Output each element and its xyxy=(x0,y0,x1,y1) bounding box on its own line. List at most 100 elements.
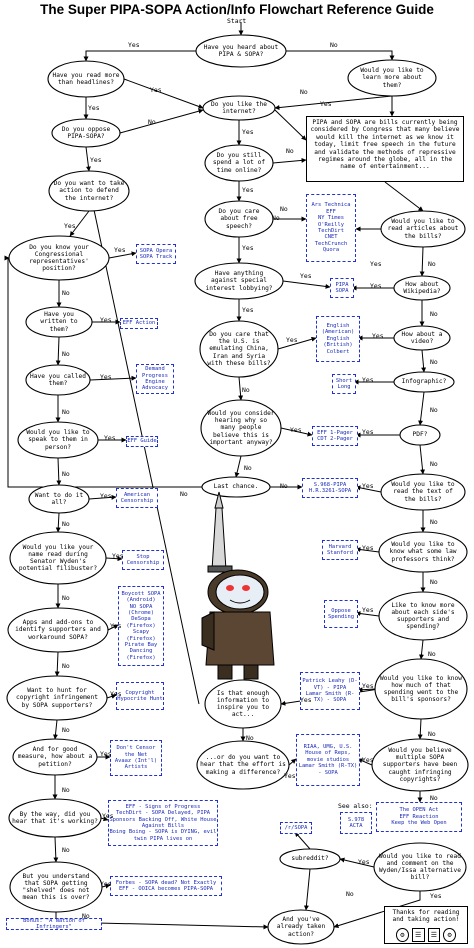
link-item[interactable]: Copyright Hypocrite Hunt xyxy=(117,689,163,702)
q-oppose[interactable]: Do you oppose PIPA-SOPA? xyxy=(61,125,111,140)
link-item[interactable]: Stop Censorship xyxy=(126,553,160,566)
link-item[interactable]: Lamar Smith (R-TX) - SOPA xyxy=(298,763,358,776)
link-item[interactable]: Harvard xyxy=(328,543,352,550)
q-wyden[interactable]: Would you like your name read during Sen… xyxy=(18,543,98,573)
link-item[interactable]: EFF 1-Pager xyxy=(317,429,353,436)
link-item[interactable]: NO SOPA (Chrome) xyxy=(128,603,154,616)
link-copyright-hunt[interactable]: Copyright Hypocrite Hunt xyxy=(116,682,164,710)
link-item[interactable]: CDT 2-Pager xyxy=(317,436,353,442)
q-called[interactable]: Have you called them? xyxy=(30,372,86,387)
link-item[interactable]: Quora xyxy=(322,247,340,254)
q-apps[interactable]: Apps and add-ons to identify supporters … xyxy=(15,619,101,641)
link-item[interactable]: The OPEN Act xyxy=(399,807,439,814)
q-special[interactable]: Have anything against special interest l… xyxy=(205,270,273,292)
q-more-about[interactable]: Like to know more about each side's supp… xyxy=(391,601,455,631)
q-written[interactable]: Have you written to them? xyxy=(40,311,78,333)
link-item[interactable]: Keep the Web Open xyxy=(391,820,447,827)
q-defend[interactable]: Do you want to take action to defend the… xyxy=(53,180,125,202)
q-wikipedia[interactable]: How about Wikipedia? xyxy=(403,280,441,295)
link-item[interactable]: EFF - OOICA becomes PIPA-SOPA xyxy=(118,886,214,892)
q-professors[interactable]: Would you like to know what some law pro… xyxy=(389,541,457,563)
q-china[interactable]: Do you care that the U.S. is emulating C… xyxy=(207,330,271,367)
q-enough[interactable]: Is that enough information to inspire yo… xyxy=(216,689,270,719)
link-item[interactable]: SOPA xyxy=(335,288,349,294)
link-item[interactable]: Bonus: "A Nation of Infringers" xyxy=(23,917,85,930)
link-item[interactable]: Artists xyxy=(124,764,148,771)
link-item[interactable]: NY Times xyxy=(318,215,344,222)
q-hunt[interactable]: Want to hunt for copyright infringement … xyxy=(16,687,98,709)
q-pdf[interactable]: PDF? xyxy=(412,431,428,439)
link-eff-guide[interactable]: EFF Guide xyxy=(126,436,158,447)
link-item[interactable]: EFF - Signs of Progress xyxy=(125,803,201,810)
link-item[interactable]: SOPA Track xyxy=(139,254,173,260)
link-item[interactable]: Avaaz (Int'l) xyxy=(114,758,158,764)
q-infringing[interactable]: Would you believe multiple SOPA supporte… xyxy=(382,746,458,783)
link-item[interactable]: CNET xyxy=(324,234,338,241)
link-apps[interactable]: Boycott SOPA (Android)NO SOPA (Chrome)De… xyxy=(118,586,164,666)
q-subreddit[interactable]: subreddit? xyxy=(291,855,329,863)
link-item[interactable]: Demand Progress xyxy=(142,366,168,379)
link-riaa[interactable]: RIAA, UMG, U.S. House of Reps, movie stu… xyxy=(296,734,360,786)
link-bonus[interactable]: Bonus: "A Nation of Infringers" xyxy=(6,918,102,930)
link-item[interactable]: EFF Reaction xyxy=(399,813,439,820)
q-already[interactable]: And you've already taken action? xyxy=(276,916,326,938)
link-item[interactable]: Lamar Smith (R-TX) - SOPA xyxy=(305,691,355,704)
q-heard[interactable]: Have you heard about PIPA & SOPA? xyxy=(203,43,279,58)
link-item[interactable]: Engine Advocacy xyxy=(142,379,168,392)
q-shelved[interactable]: But you understand that SOPA getting "sh… xyxy=(22,872,90,902)
link-item[interactable]: English (American) xyxy=(321,322,355,336)
q-articles[interactable]: Would you like to read articles about th… xyxy=(387,218,459,240)
link-item[interactable]: S.968-PIPA xyxy=(313,481,347,488)
link-item[interactable]: Scapy (Firefox) xyxy=(126,629,156,642)
link-item[interactable]: TechCrunch xyxy=(314,240,348,247)
link-item[interactable]: H.R.3261-SOPA xyxy=(308,488,352,494)
link-item[interactable]: EFF xyxy=(326,208,336,215)
link-item[interactable]: PIPA xyxy=(335,281,349,288)
q-video[interactable]: How about a video? xyxy=(401,330,443,345)
q-read-text[interactable]: Would you like to read the text of the b… xyxy=(391,481,455,503)
link-item[interactable]: S.978 xyxy=(347,816,365,823)
q-do-all[interactable]: Want to do it all? xyxy=(34,491,84,506)
link-item[interactable]: RIAA, UMG, U.S. House of Reps, movie stu… xyxy=(303,743,353,763)
link-item[interactable]: Forbes - SOPA dead? Not Exactly xyxy=(115,879,217,886)
q-last-chance[interactable]: Last chance. xyxy=(213,483,259,491)
link-video[interactable]: English (American)English (British)Colbe… xyxy=(316,316,360,362)
link-item[interactable]: SOPA Opera xyxy=(139,247,173,254)
link-item[interactable]: DeSopa (Firefox) xyxy=(126,616,156,629)
link-item[interactable]: EFF Action xyxy=(122,320,156,327)
link-item[interactable]: Ars Technica xyxy=(311,202,351,209)
link-item[interactable]: EFF Guide xyxy=(127,438,157,445)
link-item[interactable]: Short xyxy=(335,377,353,384)
link-item[interactable]: Boing Boing - SOPA is DYING, evil twin P… xyxy=(109,829,217,842)
q-learn[interactable]: Would you like to learn more about them? xyxy=(360,67,424,89)
link-item[interactable]: Pirate Bay Dancing (Firefox) xyxy=(124,642,158,661)
q-hearing[interactable]: Would you consider hearing why so many p… xyxy=(207,409,275,446)
link-item[interactable]: ACTA xyxy=(349,823,363,829)
q-speak[interactable]: Would you like to speak to them in perso… xyxy=(26,429,90,451)
link-item[interactable]: TechDirt - SOPA Delayed, PIPA Sponsors B… xyxy=(109,810,217,829)
link-stop-censorship[interactable]: Stop Censorship xyxy=(122,550,164,570)
q-like-internet[interactable]: Do you like the internet? xyxy=(211,100,267,115)
link-item[interactable]: Long xyxy=(337,384,351,390)
link-item[interactable]: O'Reilly xyxy=(318,221,344,228)
link-item[interactable]: English (British) xyxy=(323,335,353,349)
q-spend[interactable]: Do you still spend a lot of time online? xyxy=(212,152,266,174)
link-item[interactable]: /r/SOPA xyxy=(284,824,308,831)
q-or-you-want[interactable]: ...or do you want to hear that the effor… xyxy=(200,754,286,776)
link-item[interactable]: Spending xyxy=(328,614,354,620)
link-item[interactable]: TechDirt xyxy=(318,228,344,234)
link-item[interactable]: Stanford xyxy=(327,550,353,556)
